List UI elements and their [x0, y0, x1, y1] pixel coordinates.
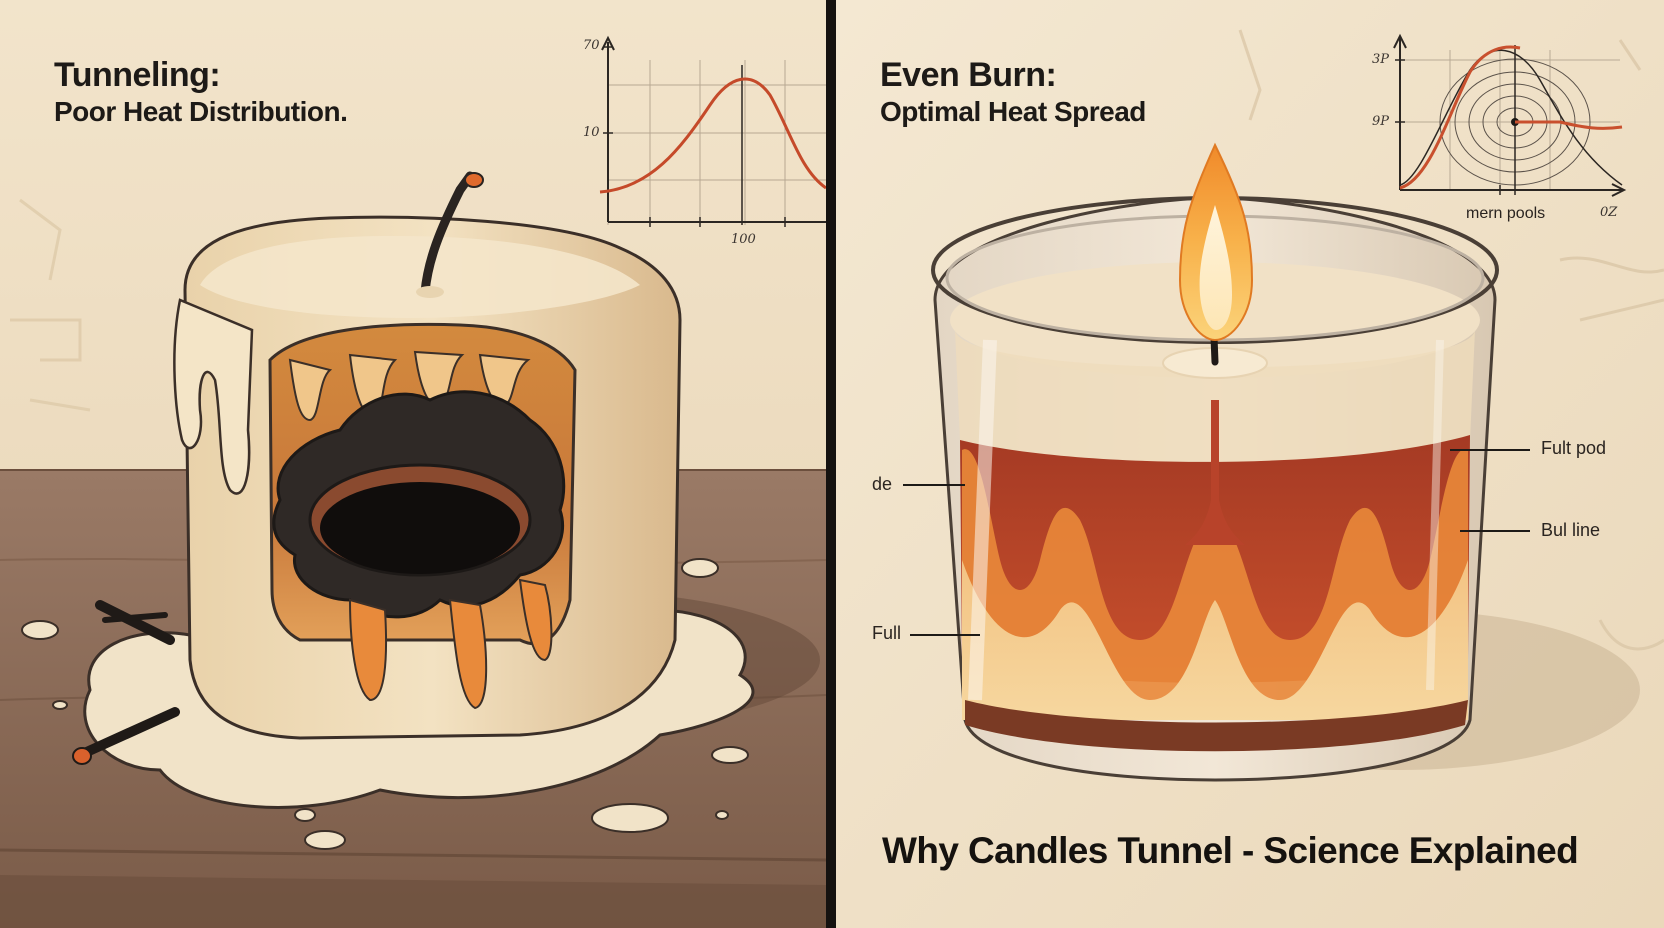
- right-subheading: Optimal Heat Spread: [880, 96, 1146, 127]
- right-chart-x-tick: 0Z: [1600, 205, 1618, 220]
- left-mini-chart: [599, 35, 827, 227]
- panel-divider: [826, 0, 836, 928]
- left-chart-x-tick: 100: [731, 232, 756, 247]
- left-subheading: Poor Heat Distribution.: [54, 96, 348, 127]
- left-chart-y-tick-top: 70: [583, 38, 600, 53]
- callout-lines: [903, 449, 1530, 636]
- jar-candle: [931, 142, 1499, 782]
- callout-right-top: Fult pod: [1541, 438, 1607, 458]
- right-chart-x-label: mern pools: [1466, 205, 1546, 222]
- right-chart-y-tick-top: 3P: [1372, 52, 1390, 67]
- callout-left-bottom: Full: [872, 623, 902, 643]
- right-chart-y-tick-mid: 9P: [1372, 114, 1390, 129]
- callout-left-top: de: [872, 474, 893, 494]
- left-chart-y-tick-mid: 10: [583, 125, 600, 140]
- left-heading: Tunneling:: [54, 56, 221, 94]
- right-heading: Even Burn:: [880, 56, 1057, 94]
- callout-right-bottom: Bul line: [1541, 520, 1601, 540]
- right-mini-chart: [1393, 33, 1627, 197]
- tunneled-candle: [21, 171, 755, 850]
- footer-title: Why Candles Tunnel - Science Explained: [882, 830, 1579, 871]
